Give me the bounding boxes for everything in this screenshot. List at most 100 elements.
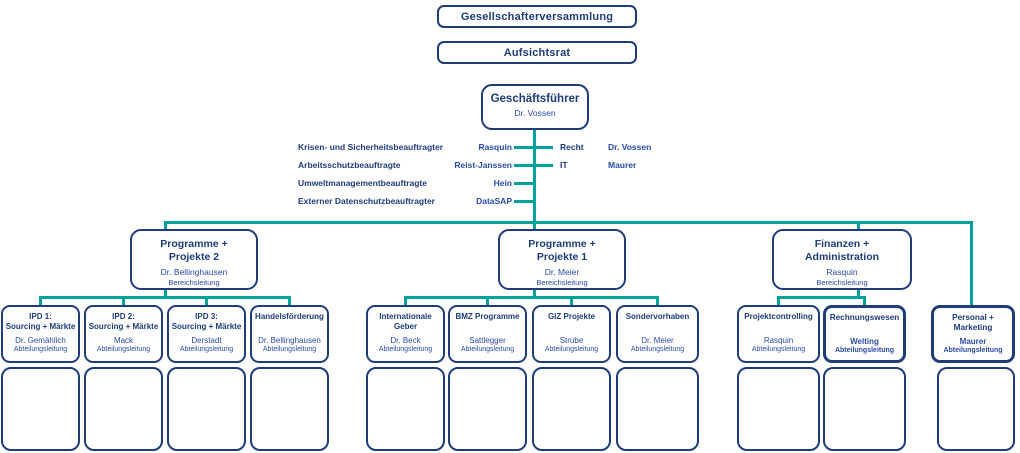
dept-head-role: Abteilungsleitung <box>630 346 685 353</box>
shareholders-meeting-label: Gesellschafterversammlung <box>460 10 614 23</box>
dept-head-role: Abteilungsleitung <box>96 346 151 353</box>
connector-branch3-drop <box>857 224 860 231</box>
connector-branch3-down <box>857 290 860 296</box>
connector-staff-stub <box>514 200 533 203</box>
dept-head-name: Dr. Gemählich <box>15 336 66 345</box>
dept-box-ipd1: IPD 1: Sourcing + Märkte Dr. Gemählich A… <box>1 305 80 363</box>
managing-director-name: Dr. Vossen <box>514 108 556 118</box>
empty-box <box>1 367 80 451</box>
dept-box-rechnungswesen: Rechnungswesen Welting Abteilungsleitung <box>823 305 906 363</box>
dept-head-name: Dr. Meier <box>641 336 674 345</box>
supervisory-board-box: Aufsichtsrat <box>437 41 637 64</box>
dept-title: Handelsförderung <box>255 312 324 321</box>
connector-staff-stub <box>536 146 553 149</box>
dept-box-personal-marketing: Personal + Marketing Maurer Abteilungsle… <box>931 305 1015 363</box>
dept-box-internationale-geber: Internationale Geber Dr. Beck Abteilungs… <box>366 305 445 363</box>
dept-box-ipd3: IPD 3: Sourcing + Märkte Derstadt Abteil… <box>167 305 246 363</box>
managing-director-box: Geschäftsführer Dr. Vossen <box>481 84 589 130</box>
dept-box-sondervorhaben: Sondervorhaben Dr. Meier Abteilungsleitu… <box>616 305 699 363</box>
empty-box <box>250 367 329 451</box>
staff-name-label: Reist-Janssen <box>454 160 512 170</box>
dept-head-name: Sattlegger <box>469 336 506 345</box>
dept-title: IPD 2: Sourcing + Märkte <box>88 312 159 331</box>
dept-head-role: Abteilungsleitung <box>544 346 599 353</box>
dept-title: IPD 1: Sourcing + Märkte <box>5 312 76 331</box>
empty-box <box>366 367 445 451</box>
connector-branch2-down <box>164 290 167 296</box>
connector-staff-stub <box>536 164 553 167</box>
dept-head-name: Strube <box>559 336 584 345</box>
dept-title: Internationale Geber <box>379 312 432 331</box>
supervisory-board-label: Aufsichtsrat <box>503 46 571 59</box>
dept-head-role: Abteilungsleitung <box>13 346 68 353</box>
dept-title: Sondervorhaben <box>625 312 690 321</box>
connector-branch1-down <box>533 290 536 296</box>
staff-role-label: Recht <box>560 142 584 152</box>
dept-box-ipd2: IPD 2: Sourcing + Märkte Mack Abteilungs… <box>84 305 163 363</box>
managing-director-title: Geschäftsführer <box>490 93 580 105</box>
staff-role-label: IT <box>560 160 568 170</box>
connector-standalone-drop <box>970 224 973 305</box>
empty-box <box>616 367 699 451</box>
dept-box-handelsfoerderung: Handelsförderung Dr. Bellinghausen Abtei… <box>250 305 329 363</box>
staff-name-label: Hein <box>493 178 512 188</box>
dept-head-role: Abteilungsleitung <box>943 347 1003 354</box>
dept-box-bmz-programme: BMZ Programme Sattlegger Abteilungsleitu… <box>448 305 527 363</box>
shareholders-meeting-box: Gesellschafterversammlung <box>437 5 637 28</box>
dept-title: GIZ Projekte <box>547 312 596 321</box>
connector-group1-horizontal <box>39 296 291 299</box>
connector-staff-stub <box>514 182 533 185</box>
branch-title: Finanzen + Administration <box>804 238 880 263</box>
connector-child-stub <box>39 299 42 305</box>
connector-child-stub <box>863 299 866 305</box>
dept-head-role: Abteilungsleitung <box>179 346 234 353</box>
connector-child-stub <box>205 299 208 305</box>
staff-name-label: Rasquin <box>478 142 512 152</box>
dept-title: Rechnungswesen <box>829 313 900 322</box>
connector-child-stub <box>570 299 573 305</box>
branch-head-name: Rasquin <box>826 267 858 277</box>
branch-box-finanzen-administration: Finanzen + Administration Rasquin Bereic… <box>772 229 912 290</box>
dept-head-role: Abteilungsleitung <box>834 347 895 354</box>
dept-head-name: Derstadt <box>191 336 222 345</box>
staff-role-label: Arbeitsschutzbeauftragte <box>298 160 401 170</box>
staff-function-row: Krisen- und Sicherheitsbeauftragter Rasq… <box>298 141 512 154</box>
connector-child-stub <box>777 299 780 305</box>
dept-title: IPD 3: Sourcing + Märkte <box>171 312 242 331</box>
dept-head-name: Rasquin <box>763 336 794 345</box>
connector-child-stub <box>288 299 291 305</box>
dept-box-giz-projekte: GIZ Projekte Strube Abteilungsleitung <box>532 305 611 363</box>
staff-name-label: DataSAP <box>476 196 512 206</box>
staff-function-row: Umweltmanagementbeauftragte Hein <box>298 177 512 190</box>
dept-head-name: Mack <box>113 336 134 345</box>
connector-child-stub <box>656 299 659 305</box>
branch-head-role: Bereichsleitung <box>168 278 220 287</box>
connector-child-stub <box>486 299 489 305</box>
dept-head-name: Dr. Beck <box>390 336 421 345</box>
empty-box <box>84 367 163 451</box>
connector-group2-horizontal <box>404 296 659 299</box>
branch-head-role: Bereichsleitung <box>536 278 588 287</box>
dept-head-name: Welting <box>850 337 879 346</box>
empty-box <box>167 367 246 451</box>
staff-name-label: Dr. Vossen <box>608 142 652 152</box>
connector-branch1-drop <box>533 224 536 231</box>
dept-head-role: Abteilungsleitung <box>262 346 317 353</box>
connector-gf-drop <box>533 130 536 221</box>
dept-title: Personal + Marketing <box>952 313 994 332</box>
empty-box <box>823 367 906 451</box>
dept-head-role: Abteilungsleitung <box>751 346 806 353</box>
staff-role-label: Externer Datenschutzbeauftragter <box>298 196 435 206</box>
connector-staff-stub <box>514 164 533 167</box>
staff-function-row: Externer Datenschutzbeauftragter DataSAP <box>298 195 512 208</box>
connector-child-stub <box>122 299 125 305</box>
empty-box <box>937 367 1015 451</box>
branch-title: Programme + Projekte 1 <box>528 238 596 263</box>
branch-head-name: Dr. Bellinghausen <box>160 267 228 277</box>
staff-role-label: Umweltmanagementbeauftragte <box>298 178 427 188</box>
connector-child-stub <box>404 299 407 305</box>
staff-role-label: Krisen- und Sicherheitsbeauftragter <box>298 142 444 152</box>
dept-head-name: Dr. Bellinghausen <box>258 336 321 345</box>
connector-trunk-horizontal <box>164 221 973 224</box>
